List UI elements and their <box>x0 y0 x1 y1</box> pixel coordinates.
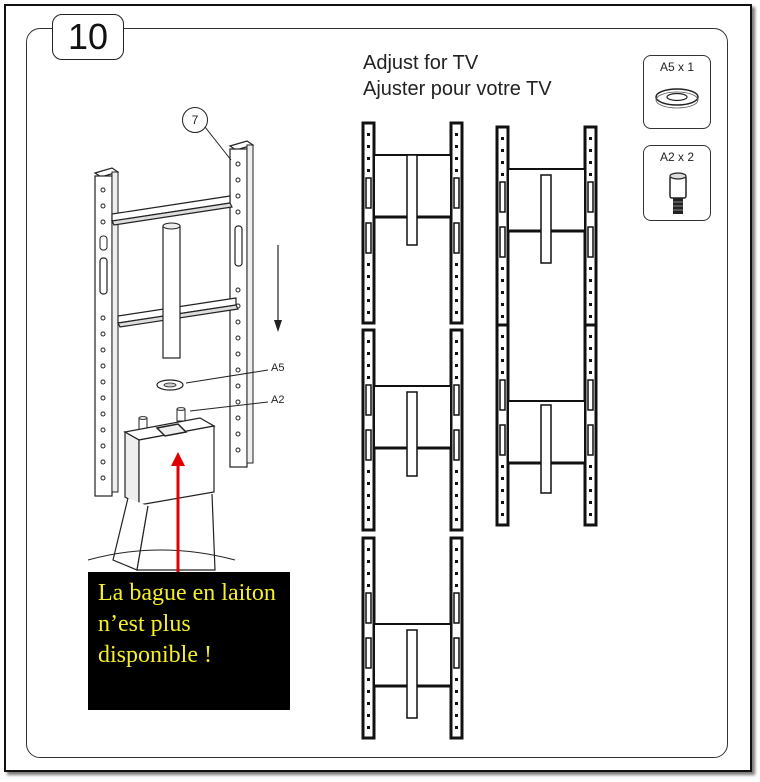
part-label-a5: A5 x 1 <box>659 60 695 74</box>
notice-box: La bague en laiton n’est plus disponible… <box>88 572 290 710</box>
caption-english: Adjust for TV <box>363 52 479 74</box>
outer-frame <box>4 4 752 772</box>
variant-1 <box>361 121 464 325</box>
base-column <box>87 417 236 571</box>
part-box-a2: A2 x 2 <box>643 145 711 221</box>
washer-icon <box>655 88 699 109</box>
instruction-panel <box>26 28 728 758</box>
washer-part <box>156 369 269 391</box>
callout-a2: A2 <box>271 394 285 406</box>
center-pole <box>162 222 181 359</box>
part-label-a2: A2 x 2 <box>659 150 695 164</box>
variant-3 <box>361 328 464 532</box>
down-arrow <box>274 245 282 332</box>
caption-french: Ajuster pour votre TV <box>363 78 552 100</box>
callout-leader-7 <box>204 126 232 161</box>
part-box-a5: A5 x 1 <box>643 55 711 129</box>
left-post <box>93 167 120 497</box>
variant-5 <box>361 536 464 740</box>
variant-2 <box>495 125 598 329</box>
bolt-parts <box>138 401 269 431</box>
red-arrow <box>171 452 185 572</box>
bolt-icon <box>669 172 687 214</box>
variant-4 <box>495 323 598 527</box>
callout-frame-number: 7 <box>182 107 208 133</box>
step-number: 10 <box>52 14 124 60</box>
callout-a5: A5 <box>271 362 285 374</box>
